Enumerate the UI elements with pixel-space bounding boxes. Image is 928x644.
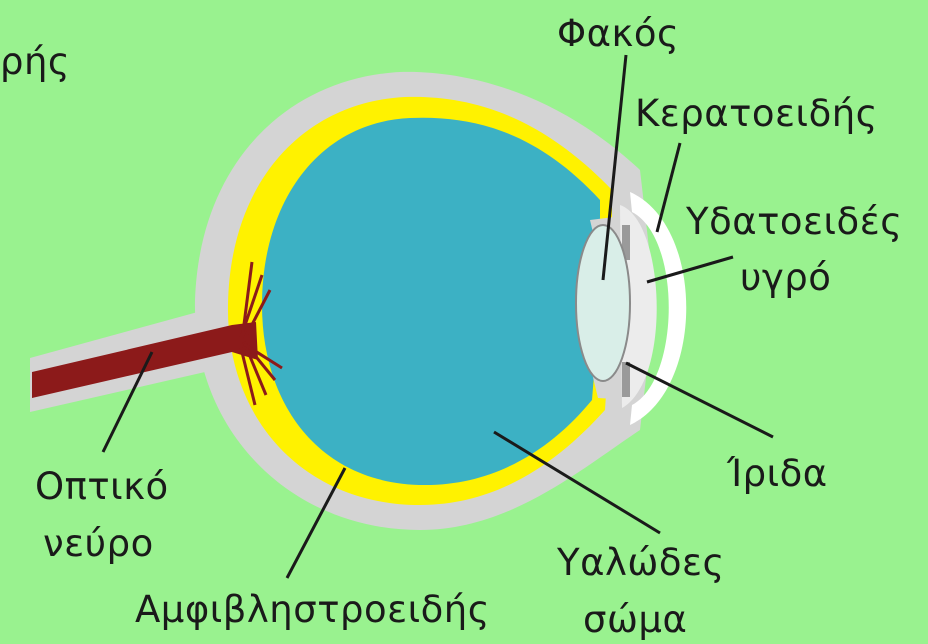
leader-aqueous <box>647 257 733 282</box>
iris-lower <box>622 362 630 397</box>
leader-cornea <box>657 143 680 232</box>
label-lens: Φακός <box>557 12 679 56</box>
lens <box>576 225 630 381</box>
label-vitreous-line2: σώμα <box>583 598 687 642</box>
label-vitreous-line1: Υαλώδες <box>557 541 725 585</box>
label-retina: Αμφιβληστροειδής <box>135 588 490 632</box>
vitreous-body <box>262 118 600 485</box>
label-optic-nerve-line1: Οπτικό <box>35 465 169 509</box>
label-aqueous-line2: υγρό <box>740 256 831 300</box>
partial-label-top-left: ρής <box>0 40 70 84</box>
label-optic-nerve-line2: νεύρο <box>43 522 154 566</box>
label-aqueous-line1: Υδατοειδές <box>686 200 902 244</box>
label-cornea: Κερατοειδής <box>635 92 878 136</box>
label-iris: Ίριδα <box>727 452 828 496</box>
